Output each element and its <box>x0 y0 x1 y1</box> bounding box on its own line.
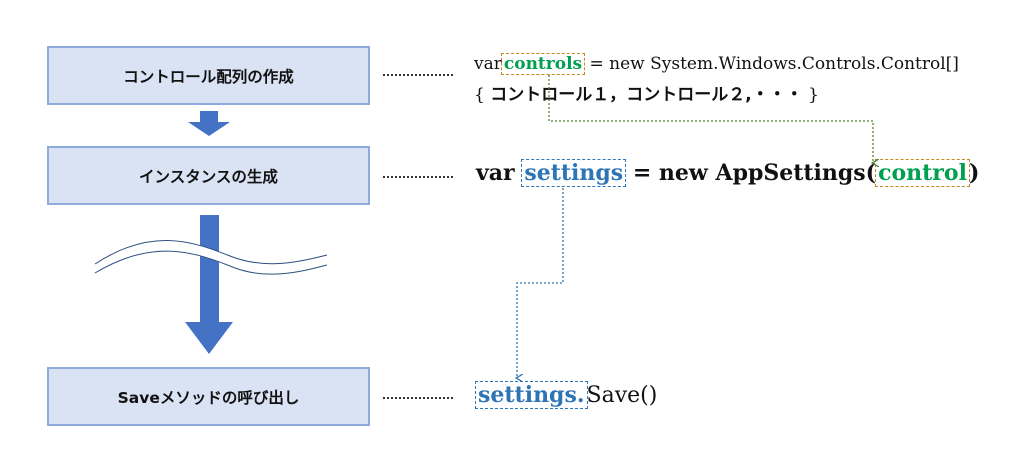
step-box-call-save: Saveメソッドの呼び出し <box>47 367 370 426</box>
leader-line-1 <box>383 74 453 76</box>
code-text: Save() <box>586 383 658 408</box>
code-keyword-var: var <box>474 54 502 74</box>
code-token-controls: controls <box>500 53 586 75</box>
down-arrow-icon <box>188 111 230 136</box>
connector-settings-to-save <box>517 188 564 378</box>
code-keyword-var: var <box>476 160 515 186</box>
code-line-array-initializer: { コントロール１，コントロール２,・・・ } <box>474 80 819 105</box>
code-line-settings-instance: var settings = new AppSettings(control) <box>476 159 980 187</box>
code-line-save-call: settings.Save() <box>475 381 658 409</box>
step-label-create-array: コントロール配列の作成 <box>123 67 294 86</box>
code-brace-close: } <box>808 85 819 105</box>
code-text: = new System.Windows.Controls.Control[] <box>589 54 959 74</box>
code-brace-open: { <box>474 85 485 105</box>
step-box-create-instance: インスタンスの生成 <box>47 146 370 205</box>
code-array-items: コントロール１，コントロール２,・・・ <box>490 85 803 105</box>
leader-line-2 <box>383 176 453 178</box>
connector-controls-to-control <box>548 75 873 163</box>
code-text: = new AppSettings( <box>632 160 877 186</box>
step-label-create-instance: インスタンスの生成 <box>139 167 278 186</box>
step-label-call-save: Saveメソッドの呼び出し <box>117 388 300 407</box>
leader-line-3 <box>383 397 453 399</box>
code-paren-close: ) <box>968 160 980 186</box>
code-token-settings-call: settings. <box>475 381 588 409</box>
code-token-control-param: control <box>875 159 970 187</box>
down-arrow-icon <box>185 215 233 354</box>
wavy-omission-icon <box>94 240 328 275</box>
step-box-create-array: コントロール配列の作成 <box>47 46 370 105</box>
code-token-settings: settings <box>521 159 627 187</box>
